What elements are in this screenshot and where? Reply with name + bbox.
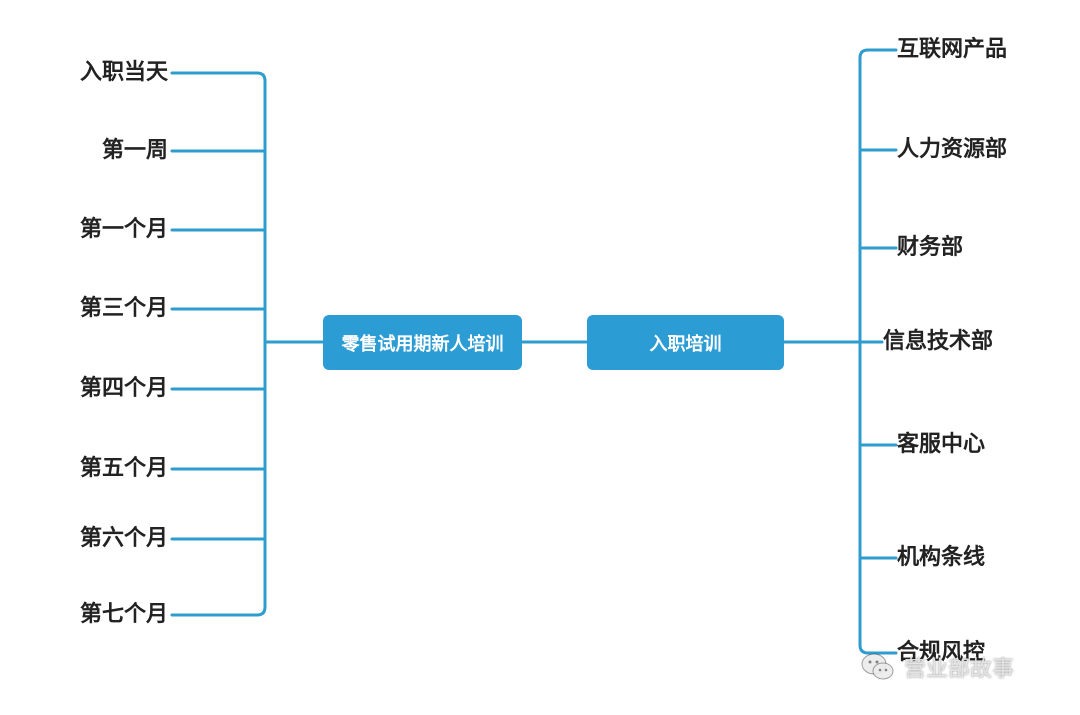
right-branch-3[interactable]: 信息技术部 [883,329,994,354]
right-branch-4[interactable]: 客服中心 [897,432,986,457]
left-branch-3[interactable]: 第三个月 [79,296,168,321]
left-branch-1[interactable]: 第一周 [101,138,168,163]
center-node[interactable]: 入职培训 [587,315,784,370]
right-branch-0[interactable]: 互联网产品 [897,37,1008,62]
right-trunk [858,48,870,655]
left-branch-4[interactable]: 第四个月 [79,376,168,401]
center-node-label: 入职培训 [649,333,722,355]
root-node-label: 零售试用期新人培训 [341,333,504,355]
right-branch-2[interactable]: 财务部 [897,235,964,260]
left-branch-0[interactable]: 入职当天 [79,60,168,85]
watermark: 营业部故事 [860,645,1014,689]
wechat-icon [860,652,896,682]
left-trunk [255,71,267,617]
watermark-text: 营业部故事 [904,657,1015,682]
right-branch-1[interactable]: 人力资源部 [897,137,1008,162]
left-branch-2[interactable]: 第一个月 [79,217,168,242]
right-branch-6[interactable]: 合规风控 [897,640,986,665]
right-branch-5[interactable]: 机构条线 [897,545,986,570]
left-branch-6[interactable]: 第六个月 [79,526,168,551]
left-branch-5[interactable]: 第五个月 [79,456,168,481]
left-branch-7[interactable]: 第七个月 [79,602,168,627]
connector-lines [170,48,898,655]
root-node[interactable]: 零售试用期新人培训 [323,315,522,370]
